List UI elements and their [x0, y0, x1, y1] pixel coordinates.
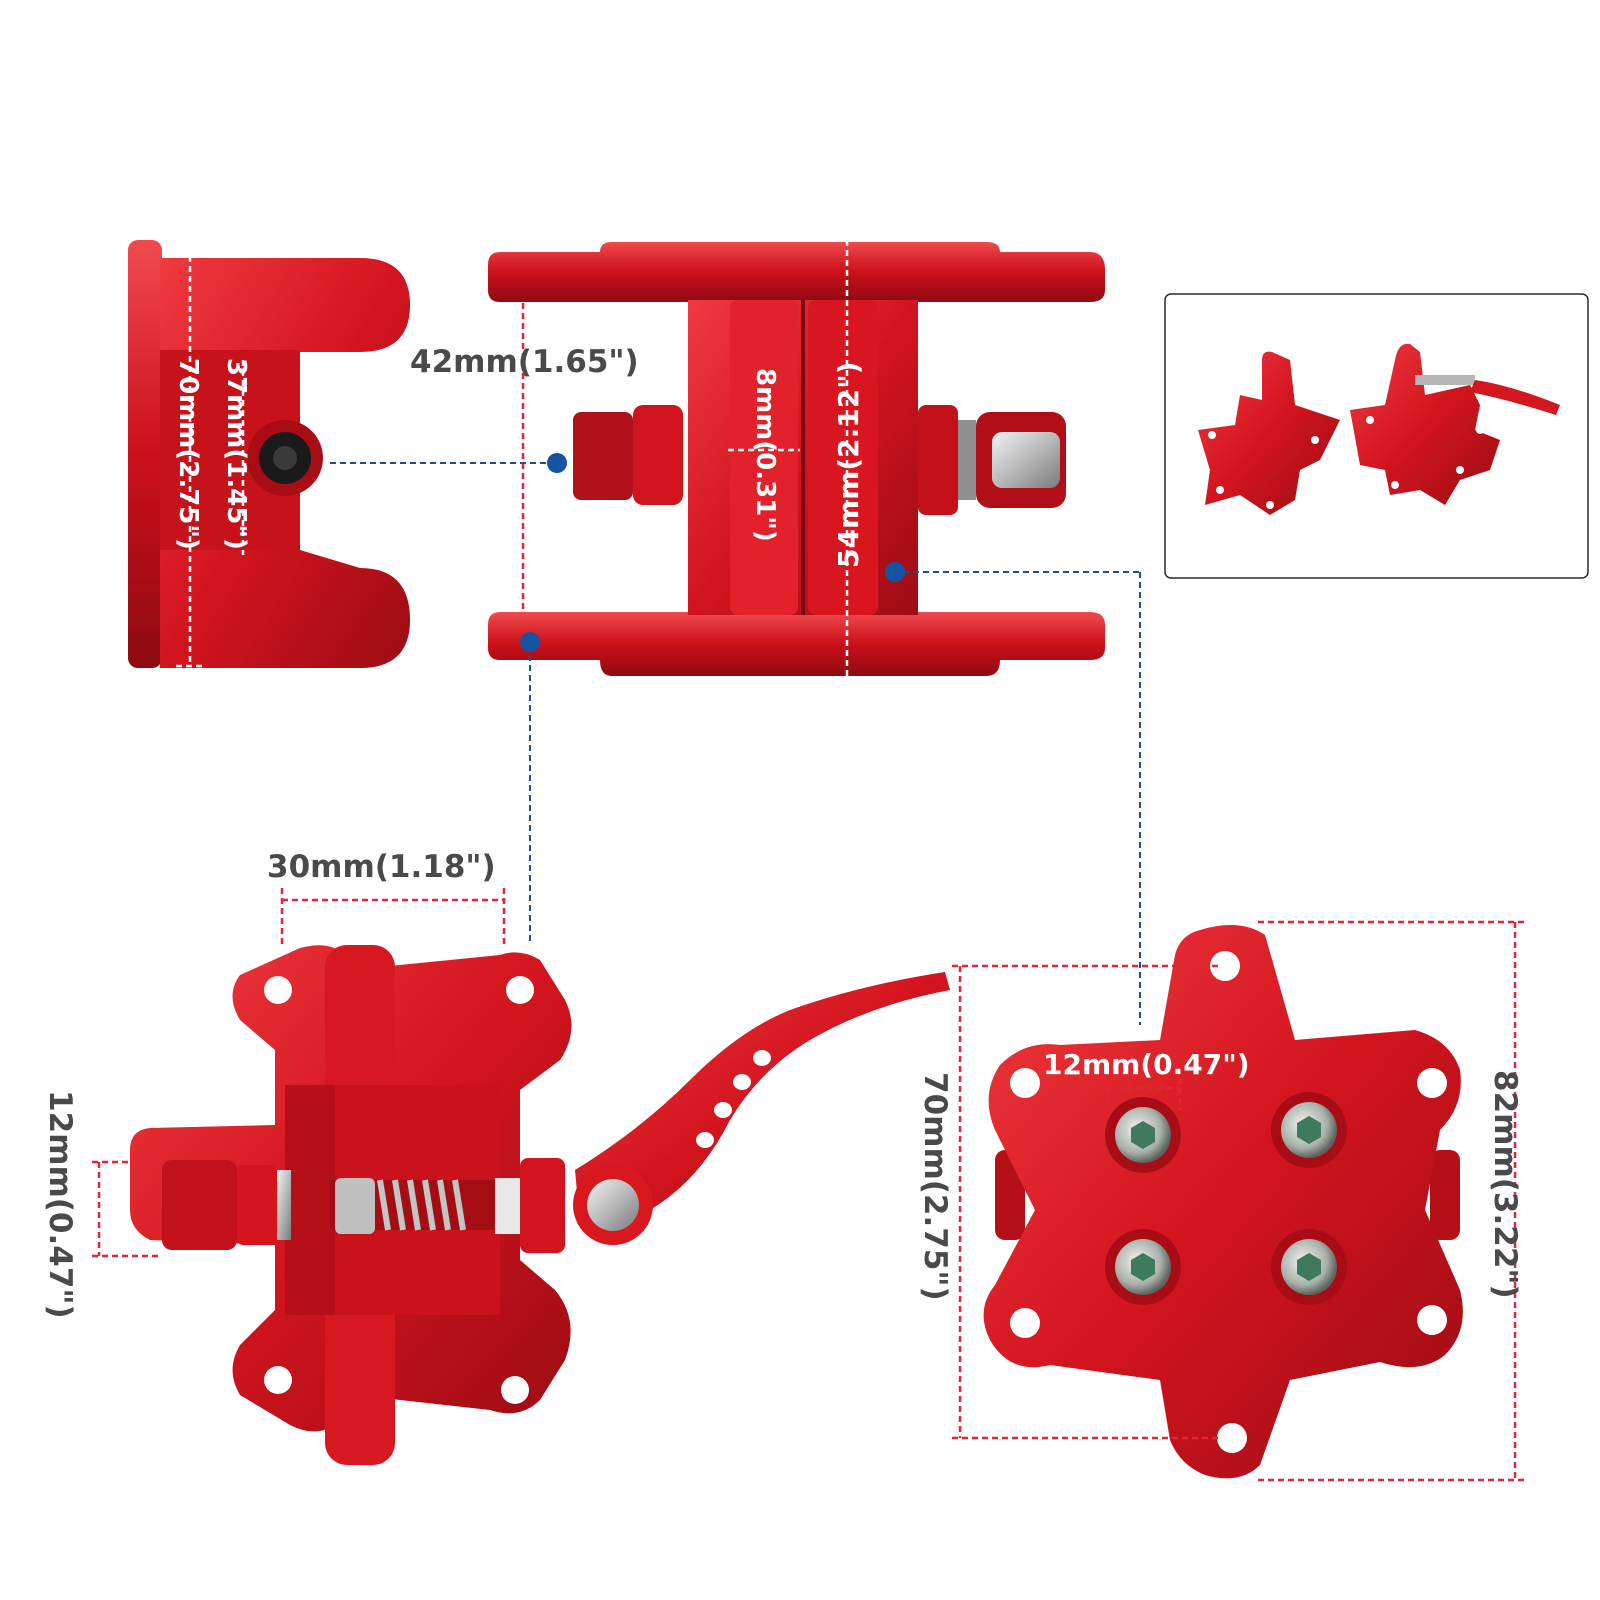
- side-height-dimension: 70mm(2.75"): [173, 254, 204, 668]
- front-height-label: 54mm(2.12"): [832, 361, 865, 568]
- front-height-dimension: 54mm(2.12"): [832, 240, 865, 678]
- product-photo-hub-left: [1198, 351, 1340, 515]
- front-plate-gap-label: 8mm(0.31"): [750, 368, 780, 542]
- plate-bolt-top-right: [1271, 1092, 1347, 1168]
- product-photo-hub-right: [1350, 343, 1560, 505]
- reference-dot-plate-right: [885, 562, 905, 582]
- plate-inner-dimension: 70mm(2.75"): [917, 964, 1222, 1440]
- top-view-part: [130, 945, 950, 1465]
- reference-dot-pin: [547, 453, 567, 473]
- side-width-label: 37mm(1.45"): [221, 358, 251, 550]
- pin-diameter-dimension: 12mm(0.47"): [42, 1090, 160, 1319]
- front-view-part: [488, 242, 1105, 676]
- side-width-dimension: 37mm(1.45"): [221, 358, 251, 555]
- plate-bolt-bottom-right: [1271, 1229, 1347, 1305]
- pin-diameter-label: 12mm(0.47"): [42, 1090, 78, 1319]
- front-plate-gap-dimension: 8mm(0.31"): [728, 368, 800, 542]
- bolt-spacing-dimension: 12mm(0.47"): [1043, 1048, 1250, 1110]
- top-width-label: 30mm(1.18"): [267, 849, 496, 885]
- leader-lines: [330, 462, 1141, 1025]
- reference-dot-plate-left: [520, 632, 540, 652]
- plate-bolt-top-left: [1105, 1097, 1181, 1173]
- front-gap-label: 42mm(1.65"): [410, 344, 639, 380]
- plate-view-part: [983, 925, 1463, 1479]
- bolt-spacing-label: 12mm(0.47"): [1043, 1048, 1250, 1081]
- plate-inner-label: 70mm(2.75"): [917, 1072, 953, 1301]
- front-gap-dimension: 42mm(1.65"): [410, 303, 639, 610]
- top-width-dimension: 30mm(1.18"): [267, 849, 506, 945]
- plate-bolt-bottom-left: [1105, 1229, 1181, 1305]
- plate-outer-dimension: 82mm(3.22"): [1258, 920, 1525, 1482]
- side-height-label: 70mm(2.75"): [173, 358, 203, 550]
- product-photo-box: [1164, 293, 1589, 579]
- side-view-part: [128, 240, 410, 668]
- plate-outer-label: 82mm(3.22"): [1487, 1070, 1523, 1299]
